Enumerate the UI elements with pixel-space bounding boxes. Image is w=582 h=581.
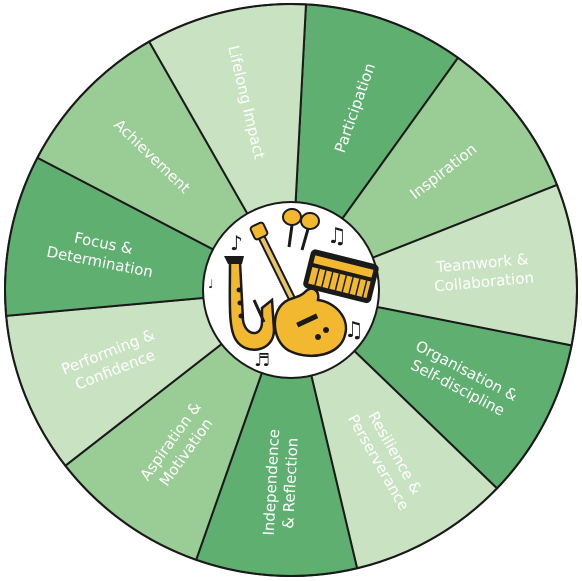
segment-label-line: & Reflection	[279, 437, 302, 529]
music-note-icon: ♩	[208, 277, 214, 291]
keyboard-icon	[303, 249, 379, 304]
music-note-icon: ♪	[230, 231, 243, 255]
saxophone-icon	[224, 256, 276, 351]
segment-label: Independence& Reflection	[260, 429, 303, 537]
segment-label-line: Independence	[260, 429, 284, 536]
music-note-icon: ♫	[327, 224, 347, 249]
music-note-icon: ♫	[344, 318, 364, 343]
wheel-rim	[4, 3, 578, 577]
music-note-icon: ♬	[254, 350, 270, 371]
maracas-icon	[282, 208, 320, 251]
music-instruments-illustration: ♪ ♫ ♫ ♬ ♩	[208, 208, 379, 371]
electric-guitar-icon	[249, 221, 348, 358]
